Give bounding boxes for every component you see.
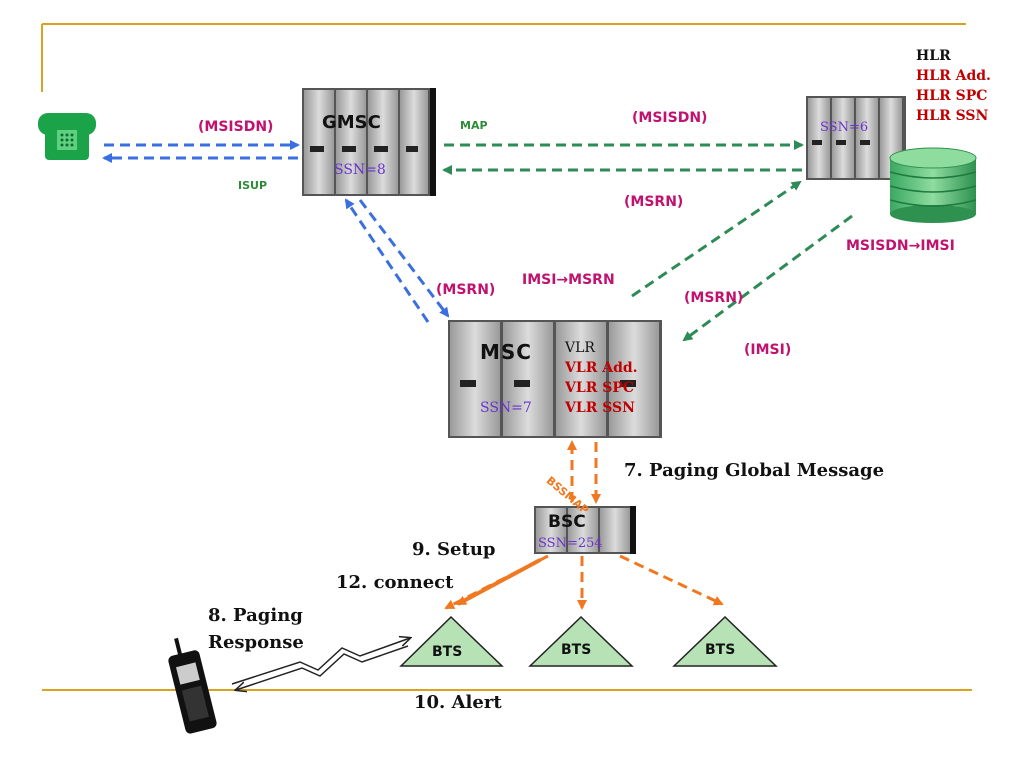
arrow-bsc-to-bts-3 (619, 554, 724, 606)
step-paging-response-line-2: Response (208, 632, 304, 653)
radio-link-icon (231, 638, 410, 685)
arrow-bsc-to-bts-1-solid (456, 558, 541, 606)
step-connect: 12. connect (336, 572, 454, 593)
step-paging-global-message: 7. Paging Global Message (624, 460, 885, 481)
msc-rack (448, 320, 662, 438)
bts-label-3: BTS (705, 642, 736, 658)
gmsc-name: GMSC (322, 112, 381, 133)
label-msisdn-left: (MSISDN) (198, 119, 274, 135)
msc-ssn: SSN=7 (480, 400, 532, 416)
bts-triangle-2 (528, 615, 634, 667)
hlr-spc: HLR SPC (916, 88, 988, 104)
arrow-msc-to-hlr (631, 180, 802, 298)
gmsc-ssn: SSN=8 (334, 162, 386, 178)
label-msrn-top: (MSRN) (624, 194, 684, 210)
gmsc-rack (302, 88, 436, 196)
arrow-hlr-to-msc (682, 214, 853, 342)
database-icon (889, 147, 977, 223)
bts-label-2: BTS (561, 642, 592, 658)
bsc-name: BSC (548, 512, 586, 532)
hlr-ssn: SSN=6 (820, 120, 869, 135)
step-paging-response-line-1: 8. Paging (208, 605, 303, 626)
label-msisdn-top: (MSISDN) (632, 110, 708, 126)
label-map: MAP (460, 119, 488, 132)
bsc-rack (534, 506, 636, 554)
vlr-spc: VLR SPC (565, 380, 634, 396)
label-isup: ISUP (238, 179, 268, 192)
step-setup: 9. Setup (412, 539, 496, 560)
hlr-rack (806, 96, 906, 180)
label-msrn-mid: (MSRN) (684, 290, 744, 306)
label-msrn-left: (MSRN) (436, 282, 496, 298)
vlr-title: VLR (565, 340, 595, 356)
vlr-ssn-label: VLR SSN (565, 400, 635, 416)
vlr-address: VLR Add. (565, 360, 638, 376)
hlr-ssn-label: HLR SSN (916, 108, 989, 124)
label-imsi: (IMSI) (744, 342, 792, 358)
arrow-gmsc-to-msc (358, 199, 450, 318)
bts-triangle-1 (399, 615, 504, 667)
hlr-address: HLR Add. (916, 68, 991, 84)
label-msisdn-to-imsi: MSISDN→IMSI (846, 238, 955, 254)
msc-name: MSC (480, 340, 532, 364)
telephone-icon (38, 113, 96, 160)
bts-label-1: BTS (432, 644, 463, 660)
radio-link-icon-back (236, 645, 409, 690)
mobile-phone-icon (168, 637, 217, 734)
step-alert: 10. Alert (414, 692, 502, 713)
hlr-title: HLR (916, 48, 951, 64)
label-imsi-to-msrn: IMSI→MSRN (522, 272, 615, 288)
bsc-ssn: SSN=254 (538, 536, 603, 551)
arrow-msc-to-gmsc (344, 198, 430, 323)
bts-triangle-3 (672, 615, 778, 667)
